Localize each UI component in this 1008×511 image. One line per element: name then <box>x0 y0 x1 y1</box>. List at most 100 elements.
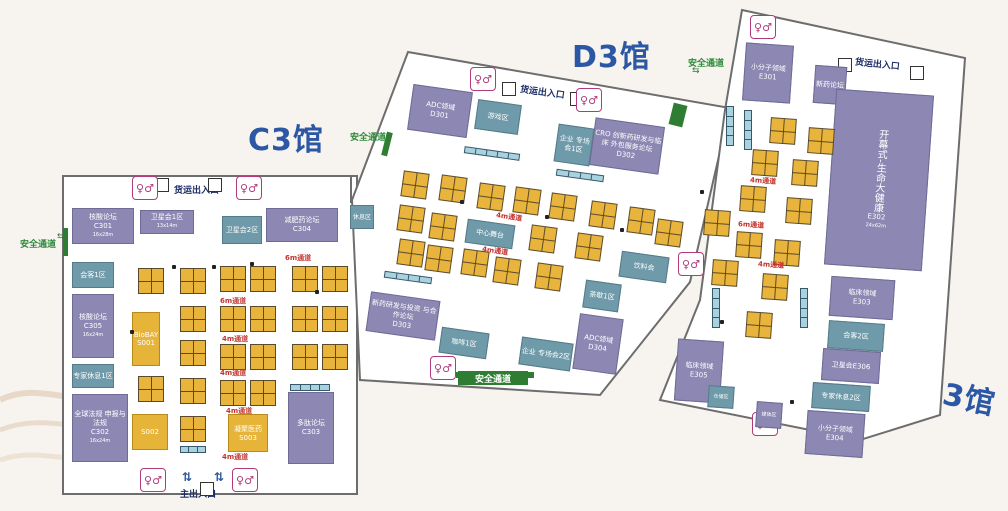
booth-cluster[interactable] <box>180 340 206 366</box>
zone-code: E305 <box>689 370 708 380</box>
zone-expert-rest-1[interactable]: 专家休息1区 <box>72 364 114 388</box>
booth-cluster[interactable] <box>220 266 246 292</box>
zone-s003[interactable]: 凝聚医药 S003 <box>228 414 268 452</box>
freight-door-icon <box>910 66 924 80</box>
safety-exit-label: 安全通道 <box>20 240 57 250</box>
booth-cluster[interactable] <box>751 149 779 177</box>
booth-cluster[interactable] <box>548 192 578 222</box>
zone-enterprise-1[interactable]: 企业 专场会1区 <box>553 123 595 167</box>
booth-cluster[interactable] <box>180 378 206 404</box>
booth-cluster[interactable] <box>322 306 348 332</box>
booth-cluster[interactable] <box>250 344 276 370</box>
zone-name: 咖啡1区 <box>450 336 478 349</box>
booth-cluster[interactable] <box>476 182 506 212</box>
booth-cluster[interactable] <box>745 311 773 339</box>
zone-tea-break-1[interactable]: 茶歇1区 <box>582 279 622 313</box>
zone-meeting-1[interactable]: 会客1区 <box>72 262 114 288</box>
booth-cluster[interactable] <box>180 268 206 294</box>
zone-c302[interactable]: 全球法规 申报与法规 C302 16x24m <box>72 394 128 462</box>
booth-cluster[interactable] <box>220 344 246 370</box>
zone-s002[interactable]: S002 <box>132 414 168 450</box>
zone-c301[interactable]: 核酸论坛 C301 16x28m <box>72 208 134 244</box>
booth-row[interactable] <box>290 384 330 391</box>
booth-cluster[interactable] <box>428 212 458 242</box>
booth-cluster[interactable] <box>654 218 684 248</box>
restroom-icon: ♀♂ <box>678 252 704 276</box>
booth-cluster[interactable] <box>292 344 318 370</box>
rest-area[interactable]: 休息区 <box>350 205 374 229</box>
booth-cluster[interactable] <box>761 273 789 301</box>
booth-cluster[interactable] <box>785 197 813 225</box>
booth-cluster[interactable] <box>711 259 739 287</box>
zone-d304[interactable]: ADC领域 D304 <box>572 313 624 375</box>
booth-row[interactable] <box>180 446 206 453</box>
booth-cluster[interactable] <box>250 306 276 332</box>
booth-cluster[interactable] <box>400 170 430 200</box>
booth-cluster[interactable] <box>769 117 797 145</box>
zone-meeting-2[interactable]: 会客2区 <box>827 320 885 352</box>
booth-cluster[interactable] <box>292 306 318 332</box>
booth-cluster[interactable] <box>180 416 206 442</box>
booth-cluster[interactable] <box>574 232 604 262</box>
booth-cluster[interactable] <box>396 204 426 234</box>
booth-cluster[interactable] <box>703 209 731 237</box>
booth-cluster[interactable] <box>512 186 542 216</box>
zone-name: 游戏区 <box>487 111 510 122</box>
booth-cluster[interactable] <box>250 266 276 292</box>
marker-dot <box>460 200 464 204</box>
booth-cluster[interactable] <box>322 266 348 292</box>
zone-c305[interactable]: 核酸论坛 C305 16x24m <box>72 294 114 358</box>
zone-e302[interactable]: 开幕式-生命大健康 E302 24x62m <box>823 88 935 272</box>
zone-name: 卫星会2区 <box>225 225 259 234</box>
booth-cluster[interactable] <box>180 306 206 332</box>
zone-d302[interactable]: CRO 创新药研发与临床 外包服务论坛 D302 <box>589 117 665 175</box>
booth-cluster[interactable] <box>396 238 426 268</box>
hall-c3-top-wall <box>62 175 352 203</box>
booth-cluster[interactable] <box>735 231 763 259</box>
booth-cluster[interactable] <box>791 159 819 187</box>
zone-expert-rest-2[interactable]: 专家休息2区 <box>811 382 871 412</box>
zone-name: 减肥药论坛 <box>284 216 320 224</box>
booth-cluster[interactable] <box>424 244 454 274</box>
booth-cluster[interactable] <box>626 206 656 236</box>
zone-c304[interactable]: 减肥药论坛 C304 <box>266 208 338 242</box>
zone-e304[interactable]: 小分子领域 E304 <box>804 410 866 458</box>
booth-cluster[interactable] <box>534 262 564 292</box>
aisle-label: 4m通道 <box>757 260 785 270</box>
zone-e301[interactable]: 小分子领域 E301 <box>742 42 794 104</box>
zone-code: C301 <box>93 221 113 230</box>
zone-storage[interactable]: 仓储区 <box>707 385 735 409</box>
booth-cluster[interactable] <box>492 256 522 286</box>
booth-cluster[interactable] <box>588 200 618 230</box>
booth-cluster[interactable] <box>292 266 318 292</box>
exit-arrow-icon: ⇆ <box>57 232 65 242</box>
zone-game[interactable]: 游戏区 <box>474 99 522 135</box>
zone-e303[interactable]: 临床领域 E303 <box>828 275 896 321</box>
zone-c303[interactable]: 多肽论坛 C303 <box>288 392 334 464</box>
marker-dot <box>545 215 549 219</box>
booth-cluster[interactable] <box>322 344 348 370</box>
zone-code: D304 <box>587 342 608 354</box>
booth-row[interactable] <box>712 288 720 328</box>
zone-d301[interactable]: ADC领域 D301 <box>407 84 473 138</box>
aisle-label: 6m通道 <box>220 297 247 305</box>
zone-satellite-1[interactable]: 卫星会1区 13x14m <box>140 210 194 234</box>
booth-cluster[interactable] <box>138 268 164 294</box>
zone-satellite-2[interactable]: 卫星会2区 <box>222 216 262 244</box>
booth-row[interactable] <box>744 110 752 150</box>
booth-cluster[interactable] <box>807 127 835 155</box>
zone-name: 卫星会E306 <box>831 360 871 371</box>
booth-row[interactable] <box>726 106 734 146</box>
booth-cluster[interactable] <box>250 380 276 406</box>
booth-cluster[interactable] <box>220 380 246 406</box>
booth-cluster[interactable] <box>739 185 767 213</box>
freight-door-icon <box>502 82 516 96</box>
booth-row[interactable] <box>800 288 808 328</box>
zone-e306[interactable]: 卫星会E306 <box>820 348 882 384</box>
booth-cluster[interactable] <box>220 306 246 332</box>
zone-s001[interactable]: BioBAY S001 <box>132 312 160 366</box>
booth-cluster[interactable] <box>138 376 164 402</box>
hall-title-c3: C3馆 <box>248 123 324 158</box>
booth-cluster[interactable] <box>528 224 558 254</box>
zone-media[interactable]: 媒体区 <box>755 401 783 429</box>
